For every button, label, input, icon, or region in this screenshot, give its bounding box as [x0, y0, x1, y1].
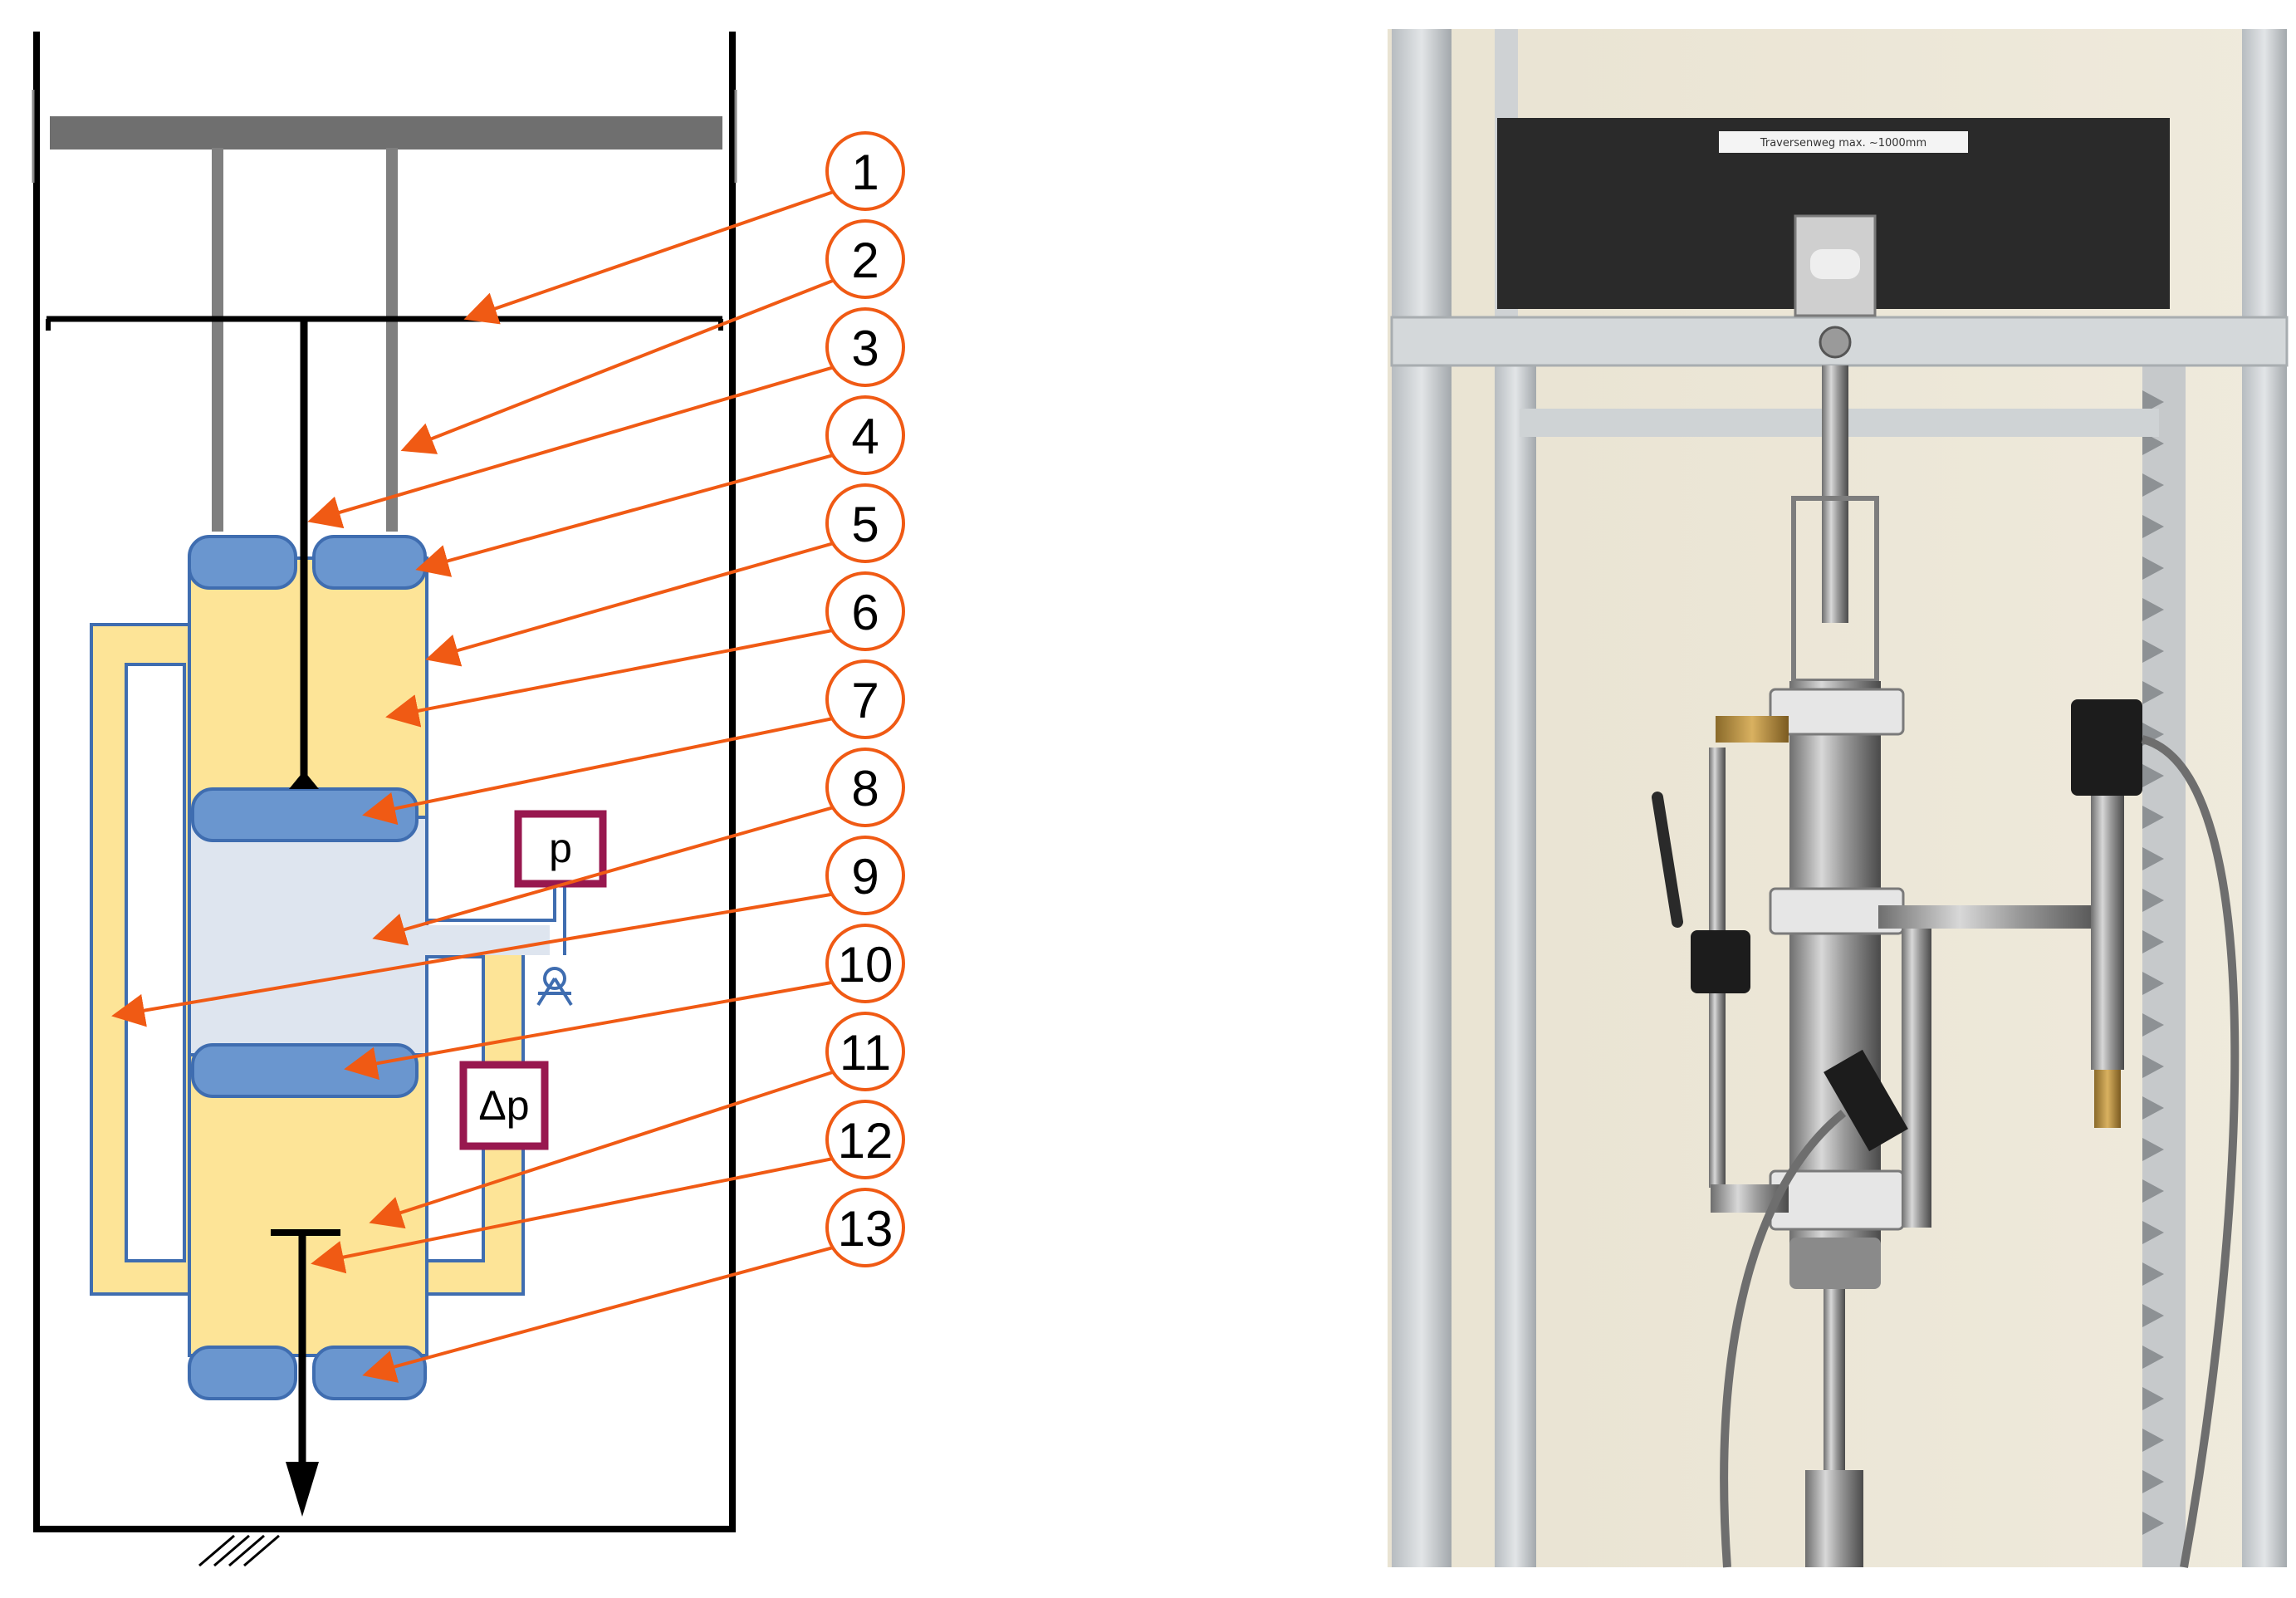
leader-9 [111, 890, 846, 1027]
callout-9: 9 [825, 836, 905, 915]
callout-13: 13 [825, 1188, 905, 1267]
callout-9-label: 9 [851, 849, 879, 904]
pressure-transducer [2071, 699, 2142, 796]
leader-10 [344, 978, 846, 1081]
sensor-cable-left [1720, 1110, 1847, 1568]
differential-pressure-label: Δp [478, 1082, 529, 1129]
leader-11 [369, 1066, 846, 1229]
pressure-sensor-label: p [549, 825, 572, 871]
leader-5 [425, 538, 846, 667]
pressure-line [425, 884, 556, 922]
callout-12-label: 12 [838, 1113, 893, 1169]
piston-rod [289, 319, 319, 789]
diff-sensor-pipe [1902, 929, 1931, 1228]
force-output-arrow [271, 1229, 340, 1517]
callout-13-label: 13 [838, 1201, 893, 1257]
left-fitting-top [1716, 716, 1789, 743]
callout-6: 6 [825, 571, 905, 651]
bottom-seal-left [188, 1346, 297, 1400]
check-valve-icon [536, 967, 573, 1007]
callout-markers: 1 2 3 4 5 6 7 8 9 10 11 12 13 [825, 131, 905, 1267]
callout-11-label: 11 [840, 1025, 891, 1081]
sensor-cable-right [2141, 735, 2240, 1568]
right-outer-rail [2242, 29, 2287, 1567]
callout-4: 4 [825, 395, 905, 475]
callout-2: 2 [825, 219, 905, 299]
crosshead-label: Traversenweg max. ~1000mm [1760, 137, 1926, 150]
left-inner-rail [1495, 357, 1536, 1567]
callout-12: 12 [825, 1100, 905, 1179]
callout-1: 1 [825, 131, 905, 211]
callout-10: 10 [825, 924, 905, 1003]
test-frame [32, 32, 737, 1532]
gear-rack [2142, 390, 2164, 1535]
damper-schematic: p Δp 1 2 3 4 5 [32, 32, 905, 1567]
callout-8-label: 8 [851, 761, 879, 816]
lower-load-fitting [1805, 1470, 1863, 1567]
crosshead [50, 116, 722, 532]
upper-rod [1822, 365, 1848, 623]
leader-6 [385, 626, 846, 728]
top-seal-left [188, 535, 297, 590]
leader-8 [372, 802, 846, 946]
tee-pipe [1878, 905, 2111, 929]
leader-12 [311, 1154, 846, 1274]
pressure-transducer-stem [2091, 796, 2124, 1070]
callout-leaders [111, 186, 846, 1383]
crosshead-label-plate [1719, 131, 1968, 153]
lower-rod [1824, 1289, 1845, 1472]
differential-pressure-sensor: Δp [459, 1061, 549, 1150]
leader-7 [362, 714, 846, 826]
callout-6-label: 6 [851, 585, 879, 640]
right-rack-rail [2142, 357, 2186, 1567]
callout-5: 5 [825, 483, 905, 563]
callout-7: 7 [825, 659, 905, 739]
drain-valve [2094, 1070, 2121, 1128]
leader-13 [362, 1243, 846, 1383]
leader-4 [415, 450, 846, 577]
bypass-inner-void [125, 663, 186, 1262]
callout-2-label: 2 [851, 233, 879, 288]
cylinder-end-cap [1789, 1238, 1881, 1289]
callout-3: 3 [825, 307, 905, 387]
leader-2 [400, 274, 846, 454]
diff-sensor-body [1824, 1049, 1908, 1152]
beam-bolt [1819, 326, 1852, 359]
callout-1-label: 1 [851, 145, 879, 200]
leader-1 [463, 186, 846, 325]
callout-8: 8 [825, 748, 905, 827]
callout-5-label: 5 [851, 497, 879, 552]
callout-7-label: 7 [851, 673, 879, 728]
callout-3-label: 3 [851, 321, 879, 376]
left-outer-rail [1392, 29, 1452, 1567]
callout-10-label: 10 [838, 937, 893, 993]
callout-4-label: 4 [851, 409, 879, 464]
clevis-window [1810, 249, 1860, 279]
ground-hatch [198, 1534, 280, 1567]
leader-3 [307, 362, 846, 529]
ball-valve-body [1691, 930, 1750, 993]
callout-11: 11 [825, 1012, 905, 1091]
ball-valve-handle [1652, 792, 1683, 928]
cylinder-clamp-top [1769, 688, 1905, 736]
